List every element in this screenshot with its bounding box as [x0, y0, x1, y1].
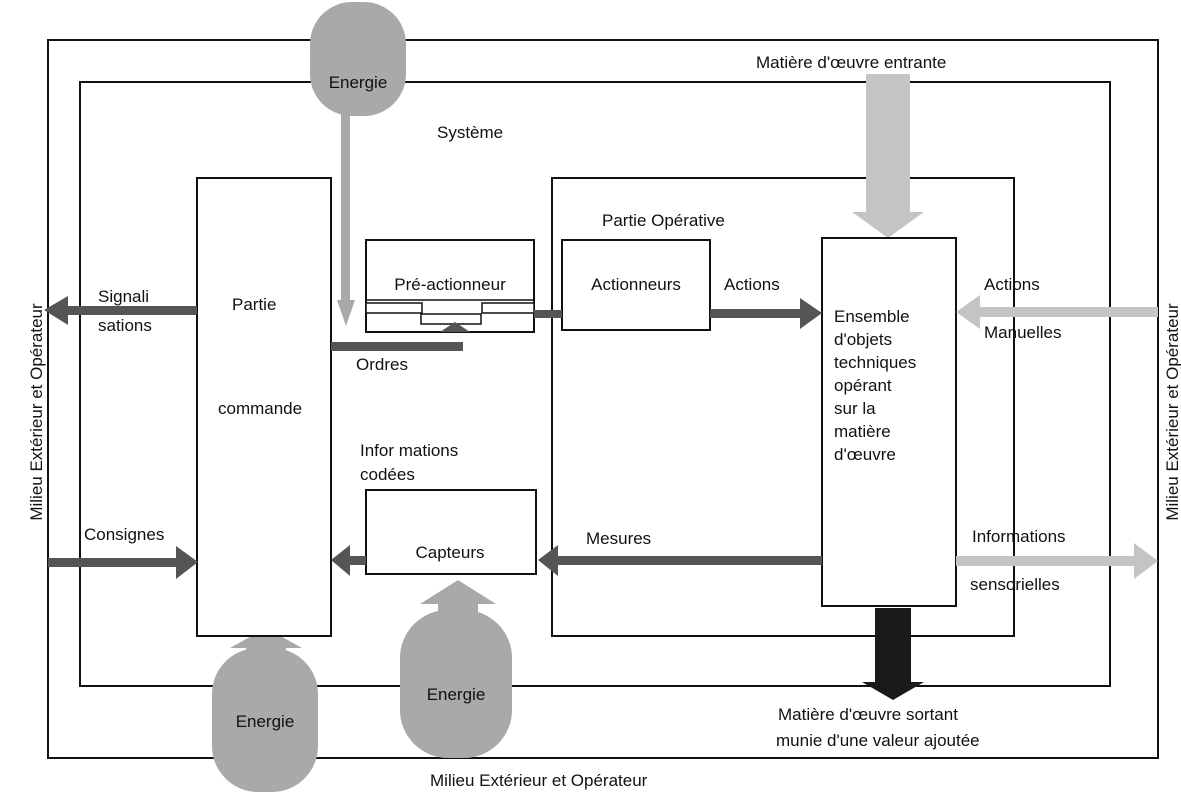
preactionneur-actionneurs-link — [534, 310, 562, 318]
partie-commande-box — [196, 177, 332, 637]
partie-operative-label: Partie Opérative — [602, 211, 725, 230]
system-frame — [79, 81, 1111, 687]
mesures-arrow — [538, 545, 822, 576]
signalisations-label-1: Signali — [98, 287, 149, 306]
actionneurs-box — [561, 239, 711, 331]
capteurs-box — [365, 489, 537, 575]
ensemble-objets-text: Ensemble d'objets techniques opérant sur… — [834, 307, 916, 464]
consignes-arrow — [48, 546, 198, 579]
ensemble-line: opérant — [834, 376, 892, 395]
ensemble-line: Ensemble — [834, 307, 910, 326]
actions-manuelles-arrow — [956, 295, 1158, 329]
actions-arrow — [710, 298, 822, 329]
informations-sensorielles-label-1: Informations — [972, 527, 1066, 546]
actionneurs-label: Actionneurs — [591, 275, 681, 294]
actions-label: Actions — [724, 275, 780, 294]
actions-manuelles-label-1: Actions — [984, 275, 1040, 294]
energie-bottom-left-bubble — [212, 628, 318, 792]
energie-bottom-mid-bubble — [400, 580, 512, 758]
informations-codees-label-2: codées — [360, 465, 415, 484]
milieu-bottom-label: Milieu Extérieur et Opérateur — [430, 771, 648, 790]
consignes-label: Consignes — [84, 525, 164, 544]
milieu-left-label: Milieu Extérieur et Opérateur — [27, 303, 46, 521]
matiere-sortant-arrow — [862, 608, 924, 700]
ensemble-objets-box — [821, 237, 957, 607]
ensemble-line: matière — [834, 422, 891, 441]
ensemble-line: d'œuvre — [834, 445, 896, 464]
signalisations-arrow — [44, 296, 197, 325]
ordres-arrow — [331, 322, 470, 351]
ensemble-line: techniques — [834, 353, 916, 372]
matiere-sortant-label-1: Matière d'œuvre sortant — [778, 705, 958, 724]
ensemble-line: d'objets — [834, 330, 892, 349]
pre-actionneur-label: Pré-actionneur — [394, 275, 506, 294]
milieu-right-label: Milieu Extérieur et Opérateur — [1163, 303, 1181, 521]
informations-codees-label-1: Infor mations — [360, 441, 458, 460]
partie-operative-frame — [551, 177, 1015, 637]
ensemble-line: sur la — [834, 399, 876, 418]
outer-environment-frame — [47, 39, 1159, 759]
matiere-entrante-label: Matière d'œuvre entrante — [756, 53, 946, 72]
informations-codees-arrow — [331, 545, 366, 576]
signalisations-label-2: sations — [98, 316, 152, 335]
informations-sensorielles-label-2: sensorielles — [970, 575, 1060, 594]
energie-top-bubble — [310, 2, 406, 326]
informations-sensorielles-arrow — [956, 543, 1158, 579]
capteurs-label: Capteurs — [416, 543, 485, 562]
partie-commande-label-2: commande — [218, 399, 302, 418]
systeme-label: Système — [437, 123, 503, 142]
mesures-label: Mesures — [586, 529, 651, 548]
matiere-sortant-label-2: munie d'une valeur ajoutée — [776, 731, 980, 750]
energie-bottom-left-label: Energie — [236, 712, 295, 731]
ordres-label: Ordres — [356, 355, 408, 374]
partie-commande-label-1: Partie — [232, 295, 276, 314]
actions-manuelles-label-2: Manuelles — [984, 323, 1062, 342]
pre-actionneur-box — [365, 239, 535, 333]
energie-top-label: Energie — [329, 73, 388, 92]
energie-bottom-mid-label: Energie — [427, 685, 486, 704]
matiere-entrante-arrow — [852, 74, 924, 238]
